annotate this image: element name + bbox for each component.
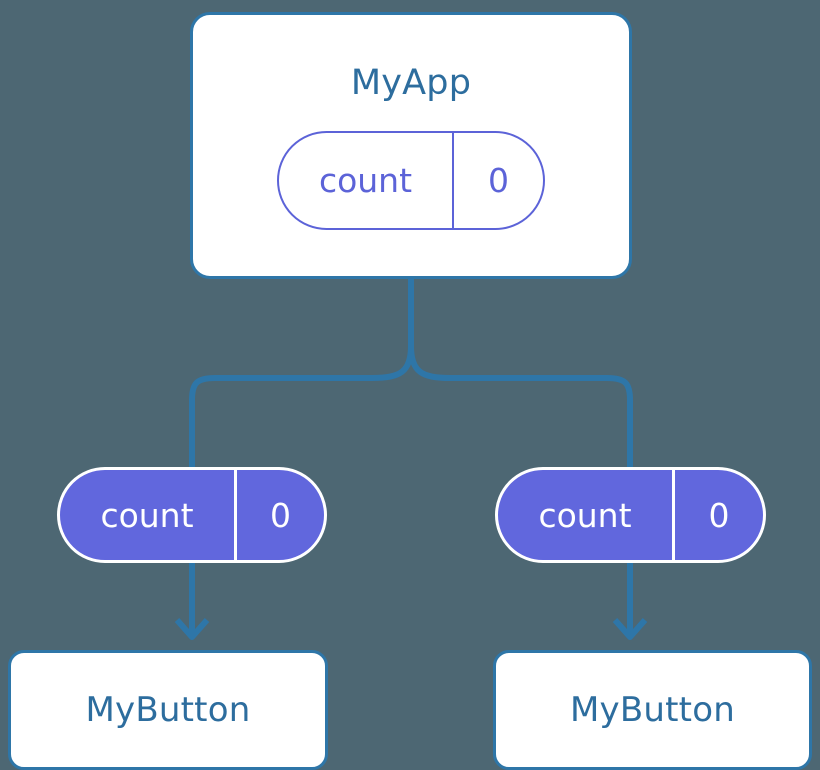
state-pill-child-left-key: count bbox=[60, 470, 237, 560]
state-pill-child-right[interactable]: count 0 bbox=[495, 467, 766, 563]
state-pill-child-left-value: 0 bbox=[270, 495, 291, 535]
state-pill-child-left[interactable]: count 0 bbox=[57, 467, 327, 563]
component-title-mybutton-left: MyButton bbox=[85, 690, 251, 730]
component-box-mybutton-right[interactable]: MyButton bbox=[493, 650, 812, 770]
state-pill-myapp-value: 0 bbox=[488, 161, 509, 200]
connector-branch-left bbox=[189, 345, 414, 467]
state-pill-child-right-value: 0 bbox=[708, 495, 730, 535]
component-title-mybutton-right: MyButton bbox=[570, 690, 735, 730]
component-box-mybutton-left[interactable]: MyButton bbox=[8, 650, 328, 770]
state-pill-myapp-key: count bbox=[279, 133, 454, 228]
connector-branch-right bbox=[408, 345, 633, 467]
state-pill-child-right-key: count bbox=[498, 470, 675, 560]
state-pill-myapp[interactable]: count 0 bbox=[277, 131, 545, 230]
arrowhead-left-icon bbox=[174, 618, 210, 640]
arrowhead-right-icon bbox=[612, 618, 648, 640]
component-title-myapp: MyApp bbox=[350, 63, 472, 103]
